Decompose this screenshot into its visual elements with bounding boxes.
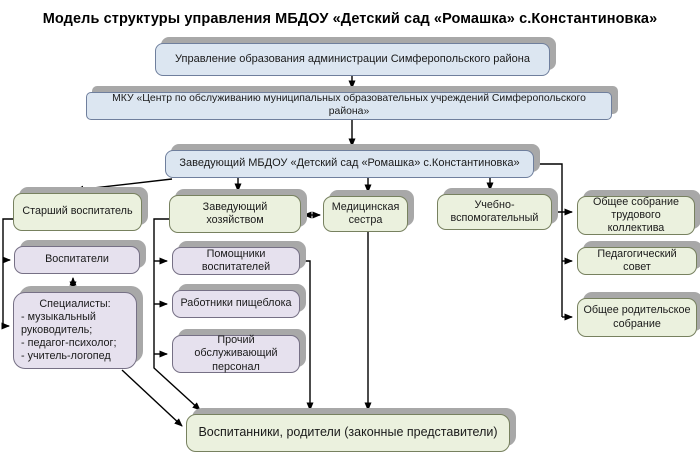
box-head-label: Заведующий МБДОУ «Детский сад «Ромашка» … bbox=[179, 157, 520, 170]
box-other-service-staff-label: Прочий обслуживающий персонал bbox=[194, 334, 278, 373]
box-teachers: Воспитатели bbox=[14, 246, 140, 274]
box-facility-manager-label: Заведующий хозяйством bbox=[202, 200, 268, 226]
box-facility-manager: Заведующий хозяйством bbox=[169, 195, 301, 233]
box-children-parents-label: Воспитанники, родители (законные предста… bbox=[198, 425, 498, 440]
box-parents-general-meeting: Общее родительское собрание bbox=[577, 298, 697, 337]
spine-head-right bbox=[534, 163, 563, 317]
box-parents-general-meeting-label: Общее родительское собрание bbox=[583, 304, 691, 330]
box-nurse: Медицинская сестра bbox=[323, 196, 408, 232]
box-education-department: Управление образования администрации Сим… bbox=[155, 43, 550, 76]
connector-specialists-to-children bbox=[121, 369, 183, 427]
connector-assistants-to-children bbox=[301, 260, 314, 411]
box-senior-teacher-label: Старший воспитатель bbox=[22, 205, 133, 218]
box-mku-center-label: МКУ «Центр по обслуживанию муниципальных… bbox=[112, 93, 586, 117]
box-kitchen-staff-label: Работники пищеблока bbox=[180, 297, 292, 310]
specialist-item-music: - музыкальный руководитель; bbox=[21, 310, 96, 336]
box-head: Заведующий МБДОУ «Детский сад «Ромашка» … bbox=[165, 150, 534, 178]
box-pedagogical-council-label: Педагогический совет bbox=[597, 247, 677, 273]
box-senior-teacher: Старший воспитатель bbox=[13, 193, 142, 231]
box-staff-general-meeting-label: Общее собрание трудового коллектива bbox=[592, 195, 680, 235]
box-pedagogical-council: Педагогический совет bbox=[577, 247, 697, 275]
box-teachers-label: Воспитатели bbox=[45, 253, 109, 266]
specialist-item-speech: - учитель-логопед bbox=[21, 350, 111, 363]
box-specialists: Специалисты: - музыкальный руководитель;… bbox=[13, 292, 137, 369]
specialist-item-psychologist: - педагог-психолог; bbox=[21, 337, 117, 350]
box-teacher-assistants: Помощники воспитателей bbox=[172, 247, 300, 275]
box-children-parents: Воспитанники, родители (законные предста… bbox=[186, 414, 510, 452]
spine-senior-teacher-left bbox=[2, 218, 13, 326]
box-mku-center: МКУ «Центр по обслуживанию муниципальных… bbox=[86, 92, 612, 120]
box-other-service-staff: Прочий обслуживающий персонал bbox=[172, 334, 300, 373]
diagram-title: Модель структуры управления МБДОУ «Детск… bbox=[42, 11, 658, 27]
box-specialists-title: Специалисты: bbox=[39, 297, 111, 310]
connector-head-to-senior-teacher bbox=[75, 178, 173, 193]
box-teacher-assistants-label: Помощники воспитателей bbox=[201, 247, 271, 273]
box-nurse-label: Медицинская сестра bbox=[331, 200, 400, 226]
box-kitchen-staff: Работники пищеблока bbox=[172, 290, 300, 318]
box-education-department-label: Управление образования администрации Сим… bbox=[175, 52, 530, 65]
box-support-staff: Учебно-вспомогательный bbox=[437, 194, 552, 230]
box-support-staff-label: Учебно-вспомогательный bbox=[450, 198, 539, 224]
box-staff-general-meeting: Общее собрание трудового коллектива bbox=[577, 196, 695, 235]
